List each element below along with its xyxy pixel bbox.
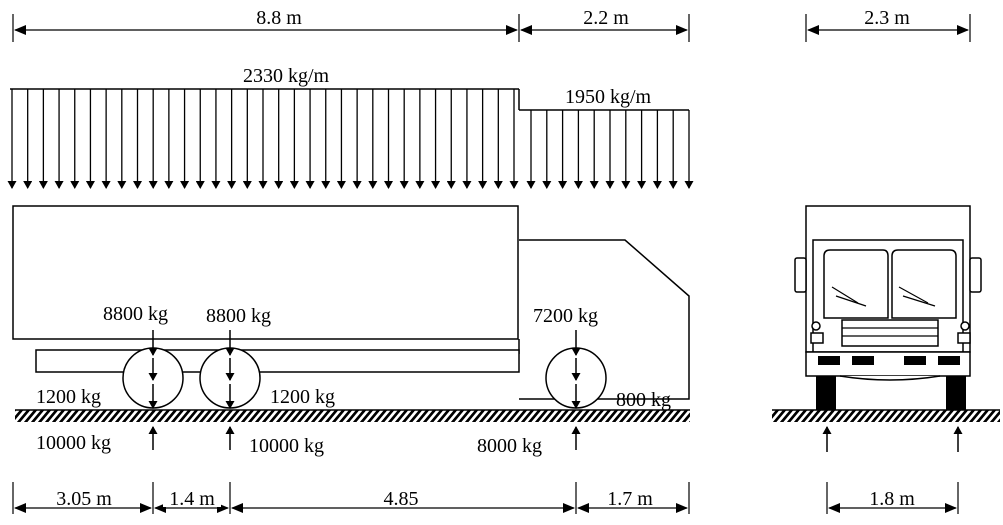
mirror-right <box>969 257 982 293</box>
udl-main-label: 2330 kg/m <box>243 65 330 87</box>
dim-label-1-7m: 1.7 m <box>607 488 653 510</box>
grille <box>841 319 939 347</box>
top-dimension-lines <box>12 14 971 42</box>
self-weight-2-label: 1200 kg <box>270 386 335 408</box>
udl-cab-label: 1950 kg/m <box>565 86 652 108</box>
dim-label-8-8m: 8.8 m <box>256 7 302 29</box>
reaction-3-label: 8000 kg <box>477 435 542 457</box>
dim-label-1-4m: 1.4 m <box>169 488 215 510</box>
front-wheel-right <box>946 376 966 410</box>
axle-load-arrows <box>148 330 581 409</box>
axle-2-load-label: 8800 kg <box>206 305 271 327</box>
windshield-right <box>891 249 957 319</box>
axle-3-load-label: 7200 kg <box>533 305 598 327</box>
dim-label-1-8m: 1.8 m <box>869 488 915 510</box>
ground-side <box>15 410 690 422</box>
dim-label-4-85: 4.85 <box>384 488 419 510</box>
bottom-dimension-lines <box>12 482 959 514</box>
dim-label-2-2m: 2.2 m <box>583 7 629 29</box>
self-weight-1-label: 1200 kg <box>36 386 101 408</box>
front-reaction-arrows <box>822 426 963 452</box>
cargo-box <box>12 205 519 340</box>
udl-main-arrows <box>7 89 519 189</box>
headlight-left <box>811 321 821 331</box>
reaction-1-label: 10000 kg <box>36 432 111 454</box>
windshield-left <box>823 249 889 319</box>
mirror-left <box>794 257 807 293</box>
headlight-right <box>960 321 970 331</box>
self-weight-3-label: 800 kg <box>616 389 671 411</box>
reaction-2-label: 10000 kg <box>249 435 324 457</box>
dim-label-3-05m: 3.05 m <box>56 488 112 510</box>
dim-label-2-3m: 2.3 m <box>864 7 910 29</box>
chassis <box>35 349 520 373</box>
udl-cab-arrows <box>526 110 694 189</box>
truck-front-view <box>794 205 982 410</box>
reaction-arrows <box>148 426 581 450</box>
front-wheel-left <box>816 376 836 410</box>
axle-1-load-label: 8800 kg <box>103 303 168 325</box>
ground-front <box>772 410 1000 422</box>
